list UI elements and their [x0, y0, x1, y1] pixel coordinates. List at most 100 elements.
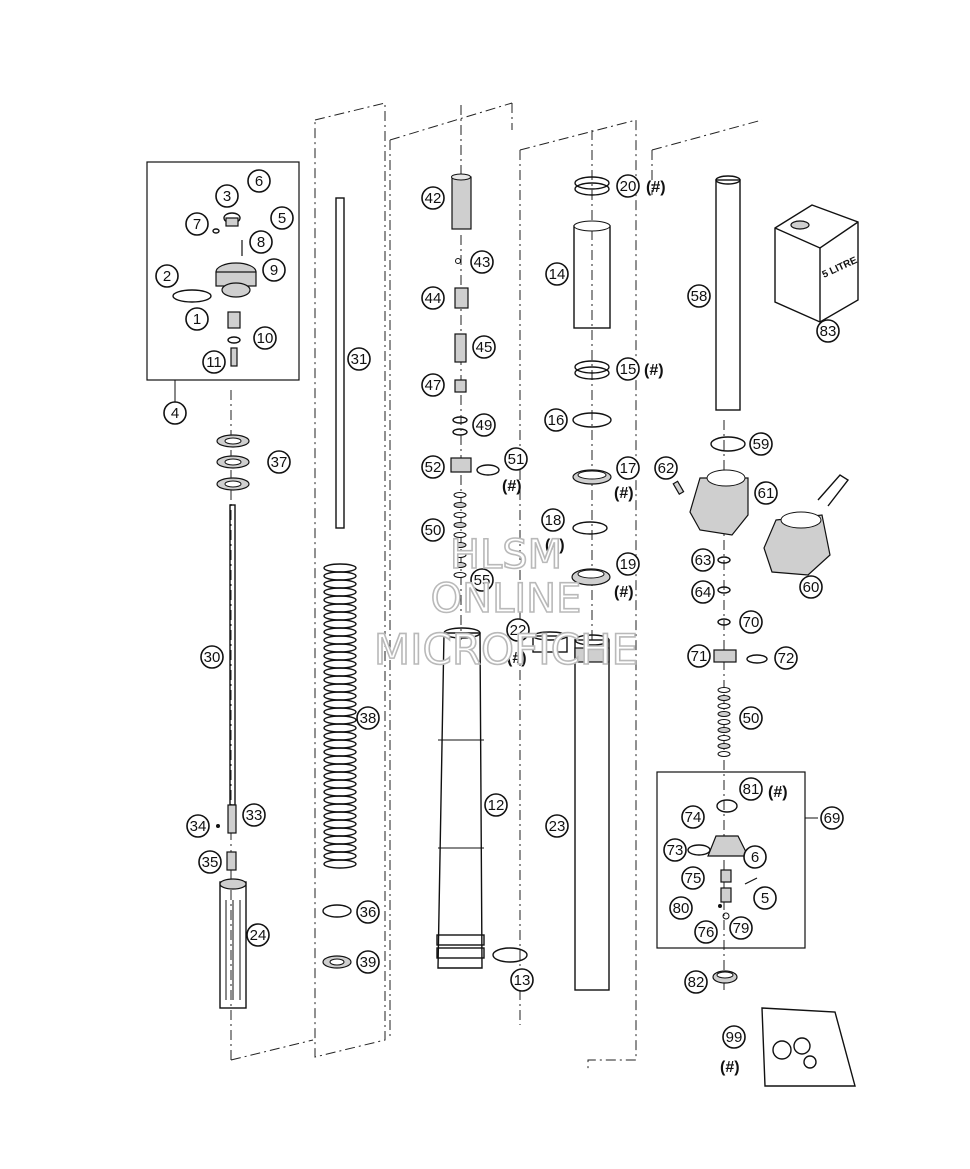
column-guides — [230, 102, 763, 1070]
spring-coil — [323, 619, 357, 629]
spring-coil — [323, 715, 357, 725]
callout-number: 44 — [425, 290, 442, 307]
shim-washer — [453, 492, 467, 498]
callout-64: 64 — [691, 580, 715, 604]
callout-number: 33 — [246, 807, 263, 824]
callout-83: 83 — [816, 319, 840, 343]
callout-99: 99 — [722, 1025, 746, 1049]
callout-14: 14 — [545, 262, 569, 286]
spring-coil — [323, 579, 357, 589]
callout-75: 75 — [681, 866, 705, 890]
callout-16: 16 — [544, 408, 568, 432]
callout-number: 15 — [620, 361, 637, 378]
callout-17: 17 — [616, 456, 640, 480]
callout-number: 34 — [190, 818, 207, 835]
shim-washer — [717, 719, 731, 725]
callout-number: 8 — [257, 234, 265, 251]
callout-31: 31 — [347, 347, 371, 371]
shim-washer — [717, 735, 731, 741]
spring-coil — [323, 603, 357, 613]
callout-2: 2 — [155, 264, 179, 288]
watermark-line-3: MICROFICHE — [374, 625, 638, 674]
callout-number: 43 — [474, 254, 491, 271]
spring-coil — [323, 667, 357, 677]
callout-50-2: 50 — [739, 706, 763, 730]
callout-80: 80 — [669, 896, 693, 920]
callout-number: 11 — [206, 354, 222, 371]
callout-number: 22 — [510, 622, 527, 639]
callout-1: 1 — [185, 307, 209, 331]
callout-number: 42 — [425, 190, 442, 207]
shim-washer — [453, 522, 467, 528]
callout-58: 58 — [687, 284, 711, 308]
callout-number: 58 — [691, 288, 708, 305]
callout-45: 45 — [472, 335, 496, 359]
callout-19: 19 — [616, 552, 640, 576]
shim-washer — [717, 695, 731, 701]
shim-washer — [717, 751, 731, 757]
callout-number: 62 — [658, 460, 675, 477]
callout-44: 44 — [421, 286, 445, 310]
spring-coil — [323, 675, 357, 685]
callout-59: 59 — [749, 432, 773, 456]
callout-number: 5 — [761, 890, 769, 907]
spring-coil — [323, 779, 357, 789]
callout-number: 76 — [698, 924, 715, 941]
spring-coil — [323, 819, 357, 829]
spring-coil — [323, 739, 357, 749]
callout-74: 74 — [681, 805, 705, 829]
callout-number: 37 — [271, 454, 288, 471]
shim-washer — [717, 743, 731, 749]
callout-20: 20 — [616, 174, 640, 198]
callout-number: 60 — [803, 579, 820, 596]
spring-coil — [323, 795, 357, 805]
callout-number: 38 — [360, 710, 377, 727]
callout-55: 55 — [470, 568, 494, 592]
callout-5: 5 — [270, 206, 294, 230]
callout-number: 47 — [425, 377, 442, 394]
spring-coil — [323, 611, 357, 621]
callout-number: 59 — [753, 436, 770, 453]
hash-mark-layer: (#)(#)(#)(#)(#)(#)(#)(#)(#) — [502, 179, 788, 1076]
spring-coil — [323, 683, 357, 693]
callout-61: 61 — [754, 481, 778, 505]
callout-number: 50 — [425, 522, 442, 539]
shim-washer — [453, 552, 467, 558]
callout-number: 70 — [743, 614, 760, 631]
spring-coil — [323, 803, 357, 813]
callout-3: 3 — [215, 184, 239, 208]
spring-coil — [323, 595, 357, 605]
hash-mark: (#) — [502, 478, 522, 495]
shim-washer — [453, 512, 467, 518]
callout-10: 10 — [253, 326, 277, 350]
spring-coil — [323, 651, 357, 661]
hash-mark: (#) — [768, 784, 788, 801]
callout-layer: 1234556678910111213141516171819202223243… — [155, 169, 844, 1049]
callout-number: 3 — [223, 188, 231, 205]
spring-coil — [323, 563, 357, 573]
callout-number: 9 — [270, 262, 278, 279]
spring-coil — [323, 755, 357, 765]
spring-coil — [323, 731, 357, 741]
callout-number: 6 — [751, 849, 759, 866]
assembly-box-69 — [656, 771, 806, 949]
callout-81: 81 — [739, 777, 763, 801]
callout-8: 8 — [249, 230, 273, 254]
callout-9: 9 — [262, 258, 286, 282]
callout-24: 24 — [246, 923, 270, 947]
spring-coil — [323, 659, 357, 669]
callout-50: 50 — [421, 518, 445, 542]
spring-coil — [323, 771, 357, 781]
spring-coil — [323, 587, 357, 597]
callout-number: 75 — [685, 870, 702, 887]
shim-washer — [717, 711, 731, 717]
callout-36: 36 — [356, 900, 380, 924]
callout-number: 82 — [688, 974, 705, 991]
callout-number: 19 — [620, 556, 637, 573]
callout-70: 70 — [739, 610, 763, 634]
watermark-line-2: ONLINE — [431, 576, 582, 622]
callout-4: 4 — [163, 401, 187, 425]
callout-12: 12 — [484, 793, 508, 817]
spring-coil — [323, 643, 357, 653]
callout-35: 35 — [198, 850, 222, 874]
